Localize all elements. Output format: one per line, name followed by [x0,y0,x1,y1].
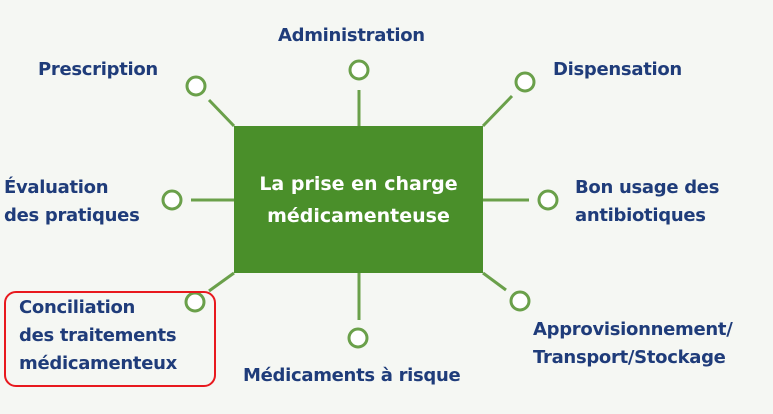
highlight-box [4,291,216,387]
node-circle-icon [347,327,369,349]
center-title-line1: La prise en charge [259,172,458,195]
node-dispensation: Dispensation [553,59,682,80]
label-line: des pratiques [4,205,140,226]
node-approvisionnement: Approvisionnement/Transport/Stockage [533,316,733,372]
label-line: Bon usage des [575,177,720,198]
center-title-line2: médicamenteuse [267,204,450,227]
node-circle-icon [509,290,531,312]
connector-line [207,98,236,128]
node-circle-icon [348,59,370,81]
connector-line [482,271,507,292]
label-line: des traitements [19,325,177,346]
node-medicaments-risque: Médicaments à risque [243,365,461,386]
connector-line [208,271,235,293]
node-antibiotiques: Bon usage des antibiotiques [575,174,719,230]
node-evaluation: Évaluation des pratiques [4,174,140,230]
node-circle-icon [161,189,183,211]
node-circle-icon [514,71,536,93]
label-line: antibiotiques [575,205,706,226]
node-circle-icon [537,189,559,211]
node-conciliation: Conciliation des traitements médicamenteux [19,294,177,378]
label-line: Évaluation [4,177,109,198]
central-box: La prise en charge médicamenteuse [234,126,483,273]
label-line: médicamenteux [19,353,177,374]
label-line: Transport/Stockage [533,347,726,368]
node-administration: Administration [278,25,425,46]
connector-line [481,94,514,128]
label-line: Conciliation [19,297,136,318]
label-line: Approvisionnement/ [533,319,733,340]
node-prescription: Prescription [38,59,158,80]
node-circle-icon [185,75,207,97]
